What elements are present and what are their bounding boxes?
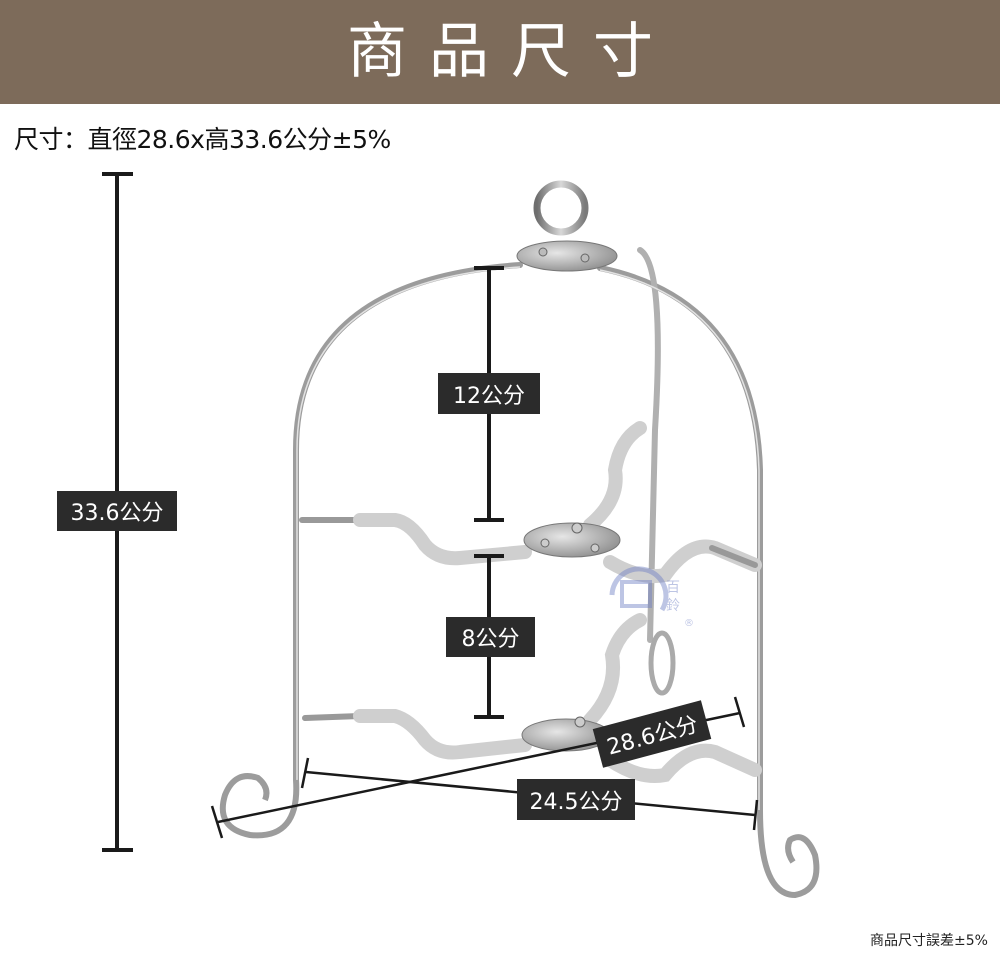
header-banner: 商品尺寸 <box>0 0 1000 104</box>
center-hook <box>648 630 676 696</box>
label-total-height: 33.6公分 <box>57 491 177 531</box>
registered-mark: ® <box>684 618 694 629</box>
page-title: 商品尺寸 <box>347 17 675 87</box>
size-tolerance-note: 商品尺寸誤差±5% <box>870 933 988 949</box>
top-plate <box>516 240 618 272</box>
label-base-width: 24.5公分 <box>517 779 635 820</box>
bottom-tier <box>302 613 762 783</box>
label-bottom-tier-gap: 8公分 <box>446 617 535 657</box>
brand-name-bottom: 鈴 <box>666 598 680 614</box>
frame-highlight <box>296 266 760 810</box>
spec-line: 尺寸：直徑28.6x高33.6公分±5% <box>14 125 391 154</box>
label-top-tier-gap: 12公分 <box>438 373 540 414</box>
left-foot <box>219 773 300 839</box>
hanging-ring <box>533 180 589 236</box>
middle-tier <box>299 421 762 584</box>
frame-arch <box>293 247 763 813</box>
brand-logo-icon: 百 鈴 ® <box>609 566 694 629</box>
right-foot <box>757 809 820 899</box>
brand-name-top: 百 <box>666 580 680 596</box>
brand-watermark: 百 鈴 ® <box>604 560 704 630</box>
